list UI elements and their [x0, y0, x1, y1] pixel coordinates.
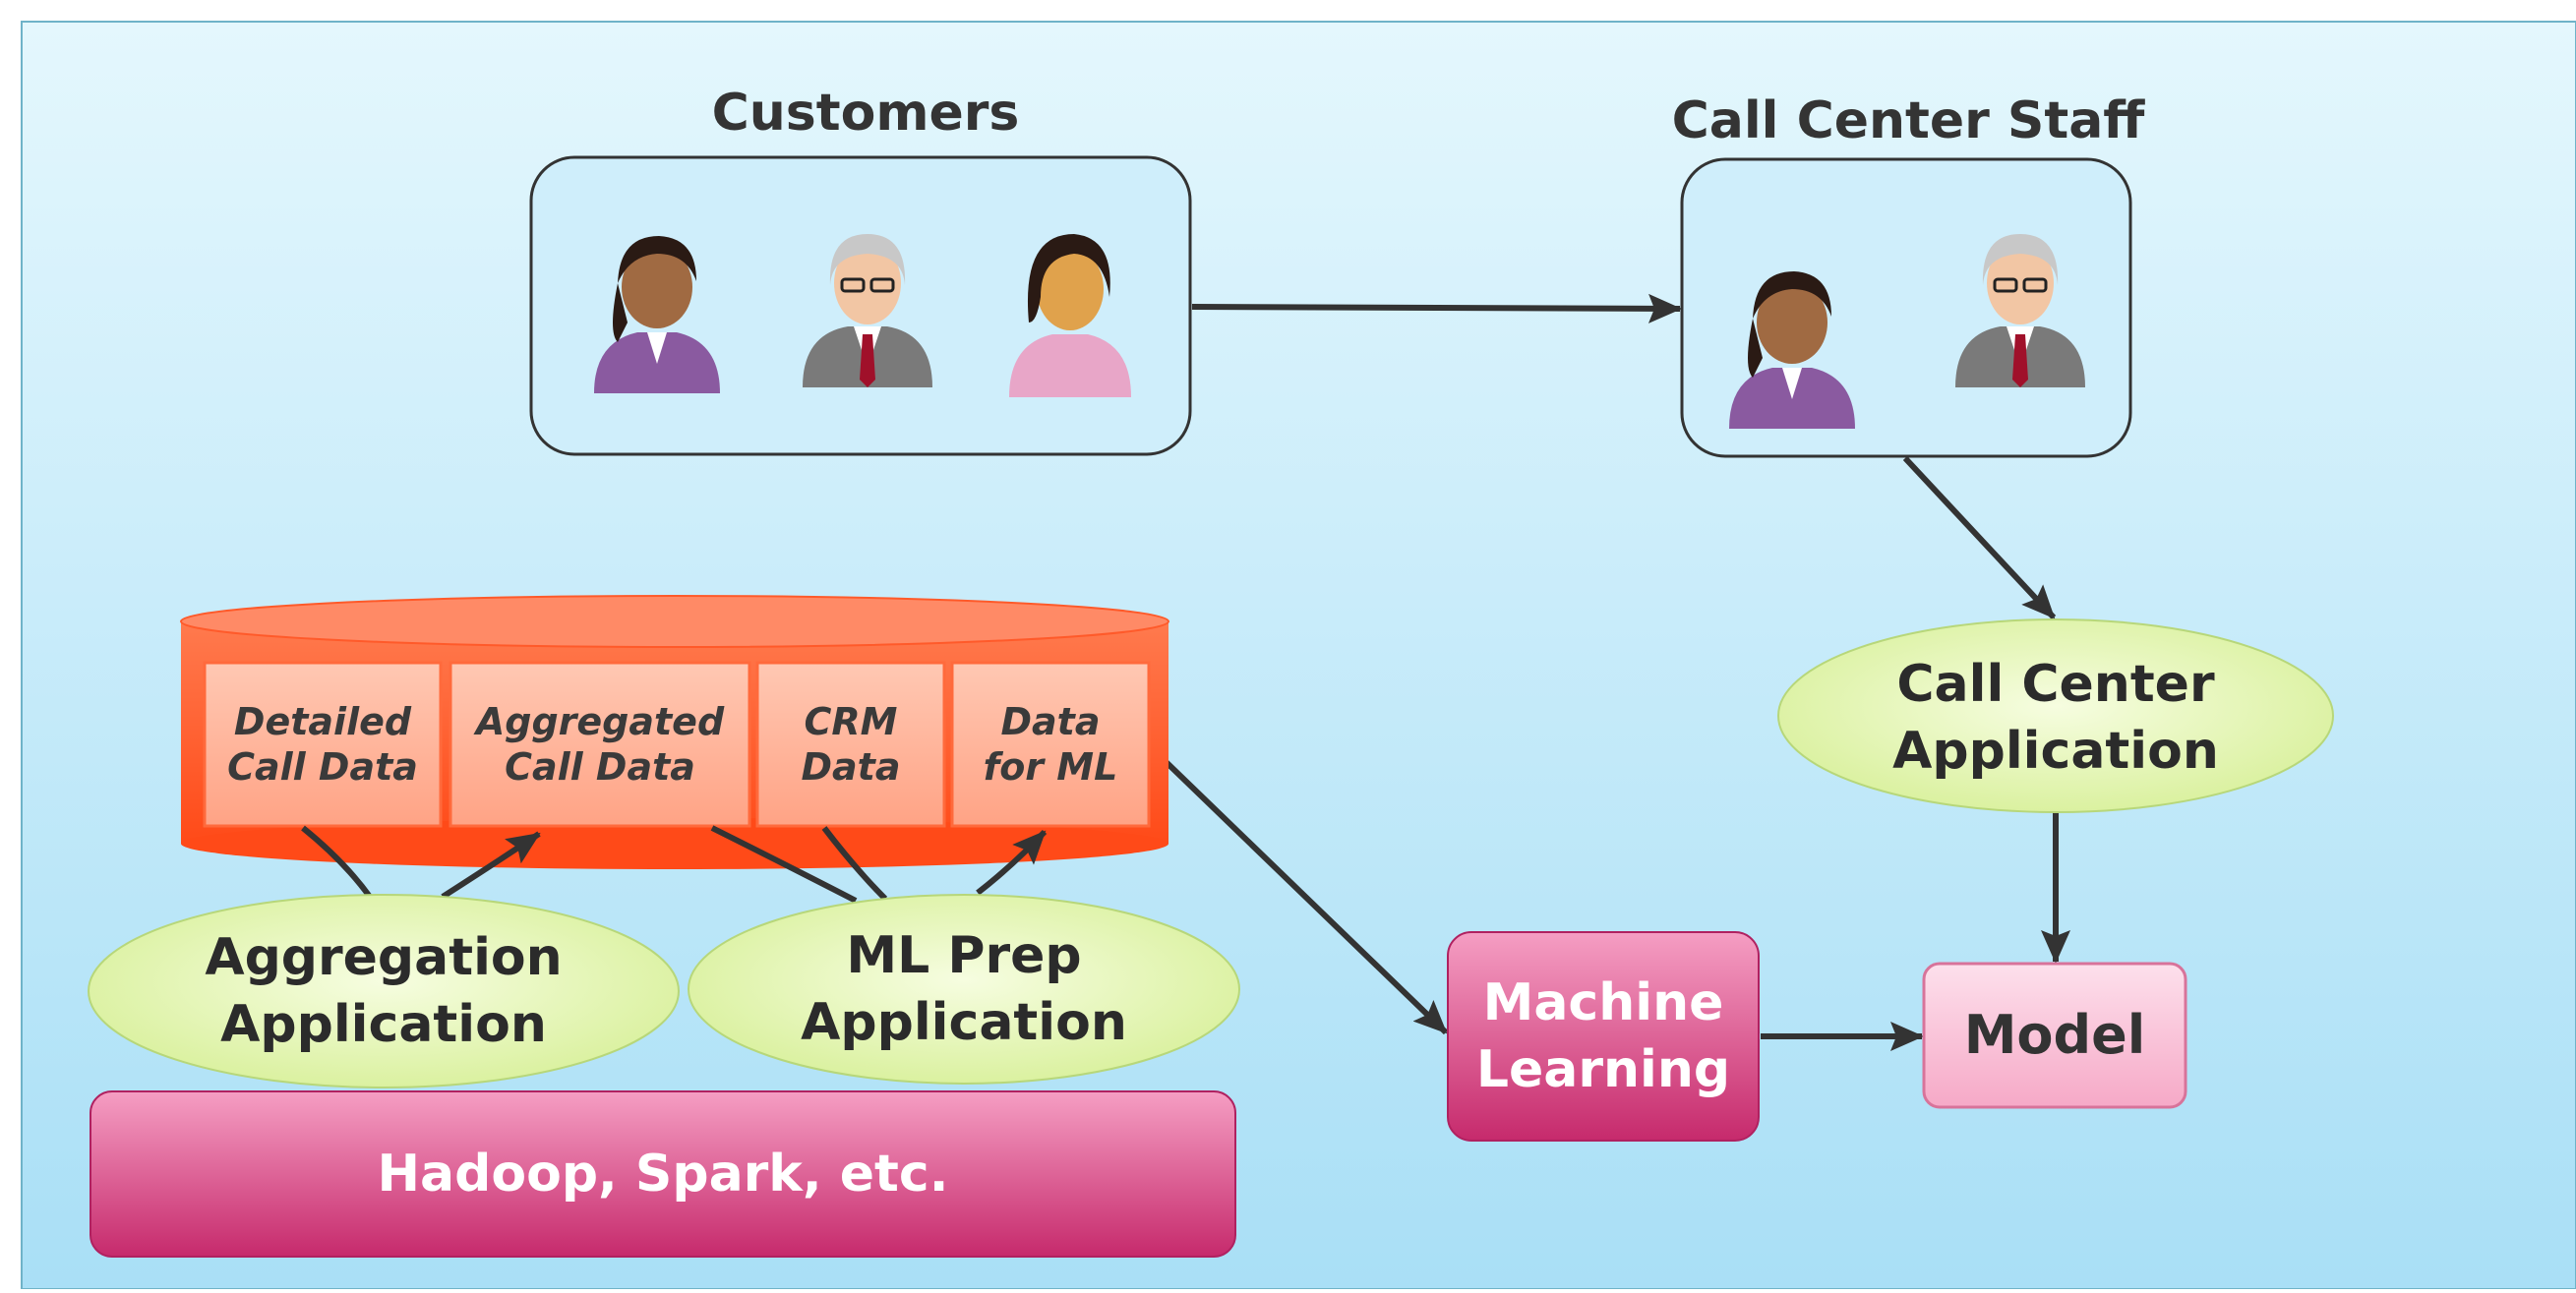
segment-crm-data: [755, 661, 946, 828]
person-woman-pink-icon: [1009, 234, 1131, 397]
staff-title: Call Center Staff: [1671, 91, 2145, 150]
aggregation-app-oval: [88, 894, 680, 1088]
model-label: Model: [1963, 1004, 2146, 1066]
segment-data-for-ml: [950, 661, 1151, 828]
data-to-ml-arrow: [1148, 744, 1449, 1035]
mlprep-app-label: ML Prep Application: [801, 926, 1127, 1052]
segment-aggregated-call-data: [449, 661, 751, 828]
aggregation-app-label: Aggregation Application: [205, 928, 563, 1054]
call-center-app-oval: [1777, 618, 2334, 813]
aggregated-to-mlprep-curve: [710, 825, 858, 904]
call-center-app-label: Call Center Application: [1892, 655, 2219, 781]
customers-title: Customers: [711, 84, 1020, 143]
segment-detailed-call-data: [203, 661, 443, 828]
model-box: [1922, 962, 2187, 1109]
aggregation-to-aggregated-curve: [441, 831, 541, 900]
segment-aggregated-label: Aggregated Call Data: [475, 700, 725, 789]
segment-crm-label: CRM Data: [801, 700, 901, 789]
mlprep-to-dataforml-curve: [976, 829, 1048, 896]
person-man-glasses-icon: [803, 234, 932, 387]
machine-learning-box: [1447, 931, 1760, 1142]
crm-to-mlprep-curve: [821, 826, 888, 902]
platform-label: Hadoop, Spark, etc.: [377, 1145, 949, 1204]
segment-detailed-label: Detailed Call Data: [227, 700, 418, 789]
customers-to-staff-arrow: [1191, 293, 1682, 323]
person-woman-dark-hair-icon: [594, 236, 720, 393]
mlprep-app-oval: [688, 894, 1240, 1085]
segment-dataforml-label: Data for ML: [983, 700, 1118, 789]
staff-to-app-arrow: [1902, 455, 2057, 620]
staff-man-glasses-icon: [1955, 234, 2085, 387]
staff-woman-dark-hair-icon: [1729, 271, 1855, 429]
detailed-to-aggregation-curve: [301, 825, 373, 899]
platform-bar: [90, 1090, 1236, 1258]
machine-learning-label: Machine Learning: [1475, 973, 1731, 1099]
